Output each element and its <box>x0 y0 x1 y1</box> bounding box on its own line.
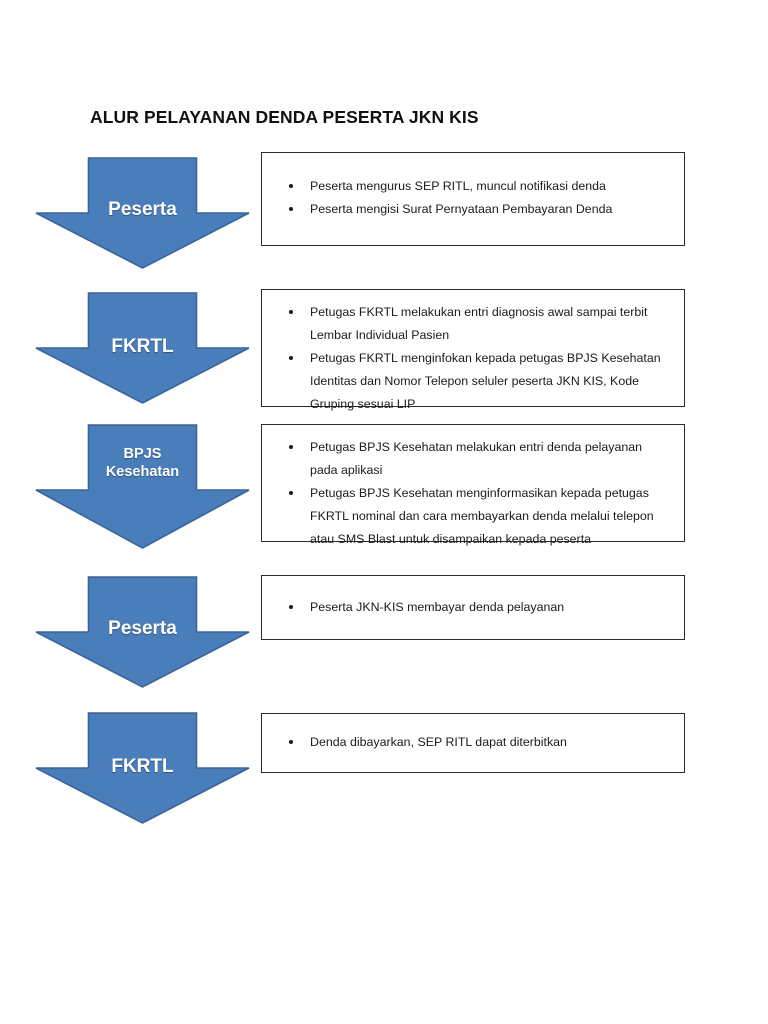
bullet-text: Denda dibayarkan, SEP RITL dapat diterbi… <box>310 735 567 749</box>
down-arrow-fkrtl-2[interactable]: FKRTL <box>35 712 250 824</box>
down-arrow-icon <box>35 424 250 549</box>
bullet-text: Peserta JKN-KIS membayar denda pelayanan <box>310 600 565 614</box>
bullet-list: Petugas FKRTL melakukan entri diagnosis … <box>262 301 666 416</box>
list-item: Denda dibayarkan, SEP RITL dapat diterbi… <box>262 731 666 754</box>
list-item: Petugas FKRTL menginfokan kepada petugas… <box>262 347 666 416</box>
list-item: Petugas BPJS Kesehatan menginformasikan … <box>262 482 666 551</box>
bullet-list: Peserta mengurus SEP RITL, muncul notifi… <box>262 175 670 221</box>
step-content-box-4: Peserta JKN-KIS membayar denda pelayanan <box>261 575 685 640</box>
list-item: Peserta mengisi Surat Pernyataan Pembaya… <box>262 198 670 221</box>
down-arrow-fkrtl[interactable]: FKRTL <box>35 292 250 404</box>
bullet-text: Peserta mengisi Surat Pernyataan Pembaya… <box>310 202 613 216</box>
list-item: Petugas BPJS Kesehatan melakukan entri d… <box>262 436 666 482</box>
bullet-text: Petugas FKRTL menginfokan kepada petugas… <box>310 351 661 411</box>
bullet-text: Petugas FKRTL melakukan entri diagnosis … <box>310 305 648 342</box>
bullet-dot-icon <box>289 491 293 495</box>
bullet-dot-icon <box>289 356 293 360</box>
bullet-dot-icon <box>289 184 293 188</box>
bullet-text: Petugas BPJS Kesehatan menginformasikan … <box>310 486 654 546</box>
step-content-box-1: Peserta mengurus SEP RITL, muncul notifi… <box>261 152 685 246</box>
down-arrow-icon <box>35 292 250 404</box>
down-arrow-bpjs-kesehatan[interactable]: BPJS Kesehatan <box>35 424 250 549</box>
down-arrow-peserta[interactable]: Peserta <box>35 157 250 269</box>
down-arrow-icon <box>35 712 250 824</box>
bullet-list: Denda dibayarkan, SEP RITL dapat diterbi… <box>262 731 666 754</box>
bullet-dot-icon <box>289 445 293 449</box>
step-content-box-3: Petugas BPJS Kesehatan melakukan entri d… <box>261 424 685 546</box>
list-item: Peserta JKN-KIS membayar denda pelayanan <box>262 596 666 619</box>
bullet-text: Peserta mengurus SEP RITL, muncul notifi… <box>310 179 606 193</box>
bullet-list: Petugas BPJS Kesehatan melakukan entri d… <box>262 436 666 551</box>
step-content-box-5: Denda dibayarkan, SEP RITL dapat diterbi… <box>261 713 685 773</box>
down-arrow-icon <box>35 576 250 688</box>
down-arrow-icon <box>35 157 250 269</box>
list-item: Petugas FKRTL melakukan entri diagnosis … <box>262 301 666 347</box>
step-content-box-2: Petugas FKRTL melakukan entri diagnosis … <box>261 289 685 411</box>
bullet-dot-icon <box>289 605 293 609</box>
bullet-list: Peserta JKN-KIS membayar denda pelayanan <box>262 596 666 619</box>
page-title: ALUR PELAYANAN DENDA PESERTA JKN KIS <box>90 107 479 127</box>
down-arrow-peserta-2[interactable]: Peserta <box>35 576 250 688</box>
bullet-dot-icon <box>289 740 293 744</box>
bullet-text: Petugas BPJS Kesehatan melakukan entri d… <box>310 440 643 477</box>
bullet-dot-icon <box>289 310 293 314</box>
list-item: Peserta mengurus SEP RITL, muncul notifi… <box>262 175 670 198</box>
bullet-dot-icon <box>289 207 293 211</box>
